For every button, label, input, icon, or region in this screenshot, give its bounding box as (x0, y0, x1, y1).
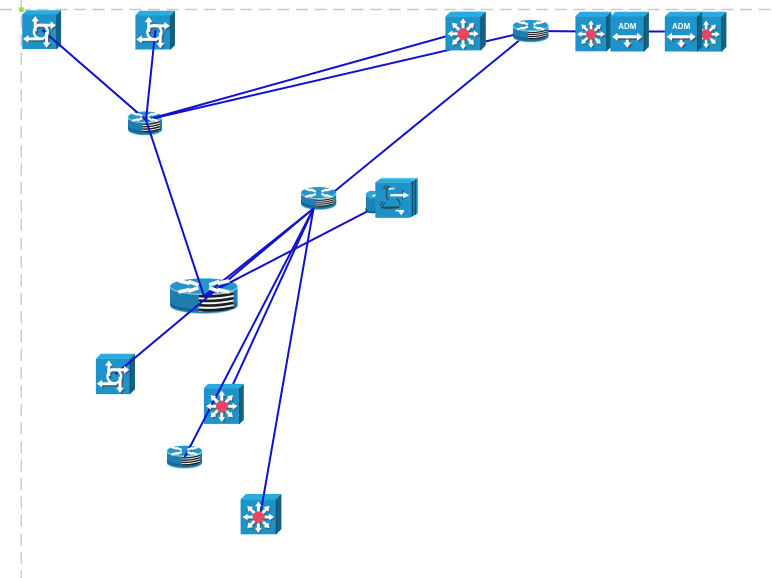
svg-text:ADM: ADM (618, 22, 637, 31)
svg-text:ADM: ADM (672, 22, 691, 31)
